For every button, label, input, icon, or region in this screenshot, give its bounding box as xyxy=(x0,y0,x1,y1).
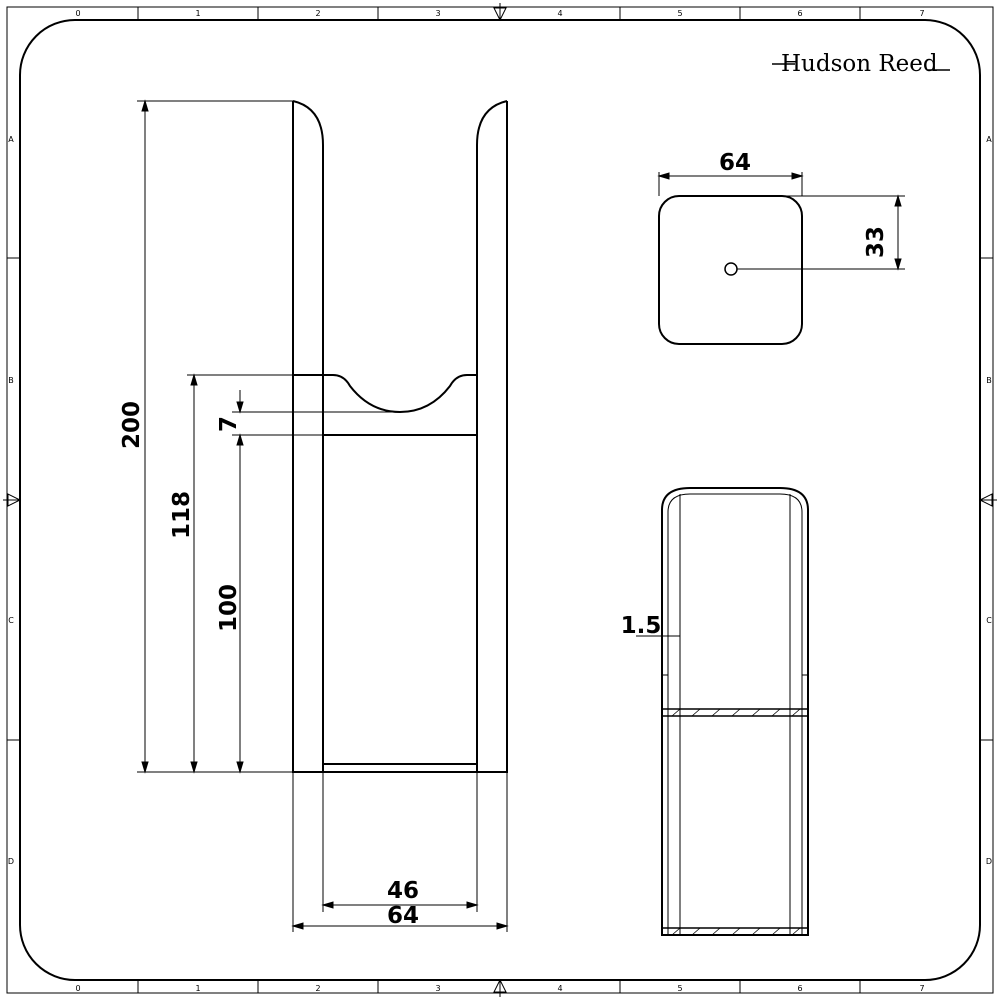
centering-arrow-marks xyxy=(3,3,997,997)
dim-outer-width: 64 xyxy=(387,903,419,929)
dim-inner-width: 46 xyxy=(387,878,419,904)
grid-row-label: C xyxy=(986,616,992,625)
grid-row-label: A xyxy=(8,135,14,144)
grid-col-label: 4 xyxy=(557,984,562,993)
grid-col-label: 1 xyxy=(195,9,200,18)
grid-column-labels-top: 0 1 2 3 4 5 6 7 xyxy=(75,9,924,18)
grid-col-label: 5 xyxy=(677,984,682,993)
grid-row-label: B xyxy=(986,376,992,385)
grid-col-label: 7 xyxy=(919,984,924,993)
top-view: 64 33 xyxy=(657,150,905,345)
center-hole xyxy=(724,262,738,276)
grid-row-label: B xyxy=(8,376,14,385)
grid-col-label: 2 xyxy=(315,984,320,993)
dim-top-width: 64 xyxy=(719,150,751,176)
grid-col-label: 4 xyxy=(557,9,562,18)
grid-col-label: 7 xyxy=(919,9,924,18)
grid-row-labels-left: A B C D xyxy=(8,135,14,866)
grid-row-label: D xyxy=(8,857,14,866)
top-outline xyxy=(658,195,803,345)
dim-recess-depth: 7 xyxy=(216,416,242,432)
handle-cutout xyxy=(293,374,477,414)
side-inner-outline xyxy=(667,493,803,935)
dim-total-height: 200 xyxy=(119,401,145,449)
grid-column-labels-bottom: 0 1 2 3 4 5 6 7 xyxy=(75,984,924,993)
side-outer-outline xyxy=(661,487,809,936)
brand-name: Hudson Reed xyxy=(781,51,938,77)
grid-row-label: A xyxy=(986,135,992,144)
right-side-panel xyxy=(476,100,508,773)
grid-col-label: 5 xyxy=(677,9,682,18)
front-view xyxy=(292,100,508,773)
grid-col-label: 0 xyxy=(75,984,80,993)
grid-row-labels-right: A B C D xyxy=(986,135,992,866)
grid-col-label: 2 xyxy=(315,9,320,18)
grid-col-label: 6 xyxy=(797,9,802,18)
dim-lower-height: 100 xyxy=(216,584,242,632)
grid-col-label: 1 xyxy=(195,984,200,993)
grid-col-label: 3 xyxy=(435,984,440,993)
dim-upper-height: 118 xyxy=(169,491,195,539)
side-section-view xyxy=(636,487,809,936)
frame-grid-ticks xyxy=(7,7,993,993)
dim-top-half-depth: 33 xyxy=(863,226,889,258)
dim-wall-thickness: 1.5 xyxy=(621,613,662,639)
brand-logo: Hudson Reed xyxy=(772,51,950,77)
grid-row-label: D xyxy=(986,857,992,866)
top-dimension-lines xyxy=(657,172,905,271)
grid-col-label: 0 xyxy=(75,9,80,18)
grid-col-label: 6 xyxy=(797,984,802,993)
left-side-panel xyxy=(292,100,324,773)
drawing-frame xyxy=(6,6,994,994)
front-dimension-lines xyxy=(137,99,509,932)
grid-row-label: C xyxy=(8,616,14,625)
grid-col-label: 3 xyxy=(435,9,440,18)
